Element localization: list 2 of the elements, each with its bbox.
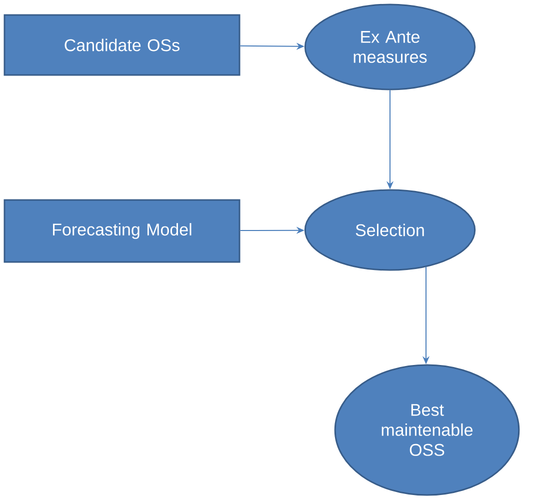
process-box: Forecasting Model: [4, 199, 240, 263]
process-box: Candidate OSs: [4, 14, 240, 76]
